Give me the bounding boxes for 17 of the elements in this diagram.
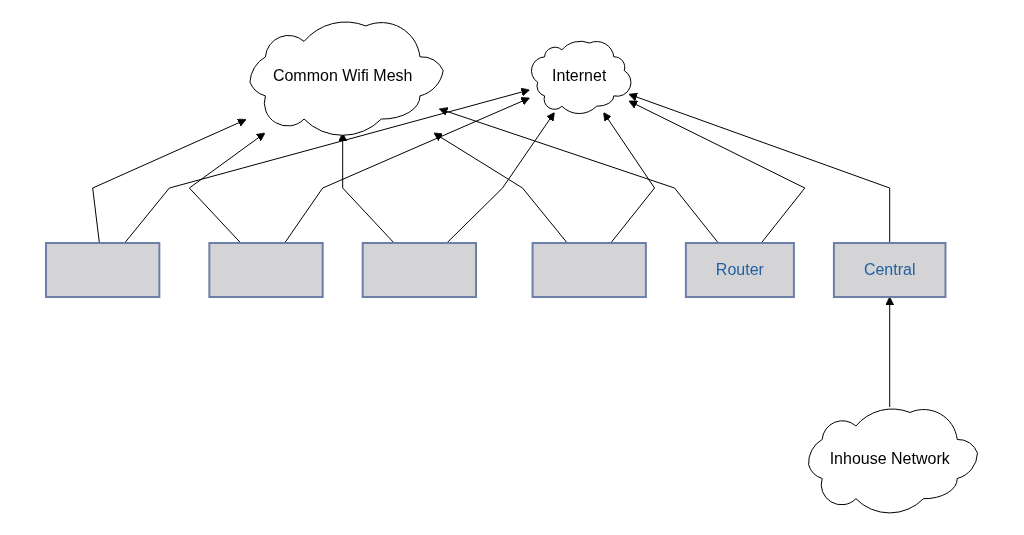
arrow [92, 118, 247, 244]
node-box [208, 242, 324, 299]
arrow [439, 107, 720, 244]
node-box: Router [685, 242, 796, 299]
arrow [603, 112, 656, 244]
node-box: Central [833, 242, 947, 299]
arrow [189, 132, 266, 244]
node-box [361, 242, 478, 299]
arrow [124, 87, 531, 244]
arrow [885, 296, 895, 408]
node-box [531, 242, 648, 299]
arrow [628, 100, 806, 244]
arrow [446, 112, 556, 244]
arrow [433, 132, 568, 244]
arrow [284, 97, 531, 244]
node-box [45, 242, 161, 299]
arrow [628, 92, 891, 244]
